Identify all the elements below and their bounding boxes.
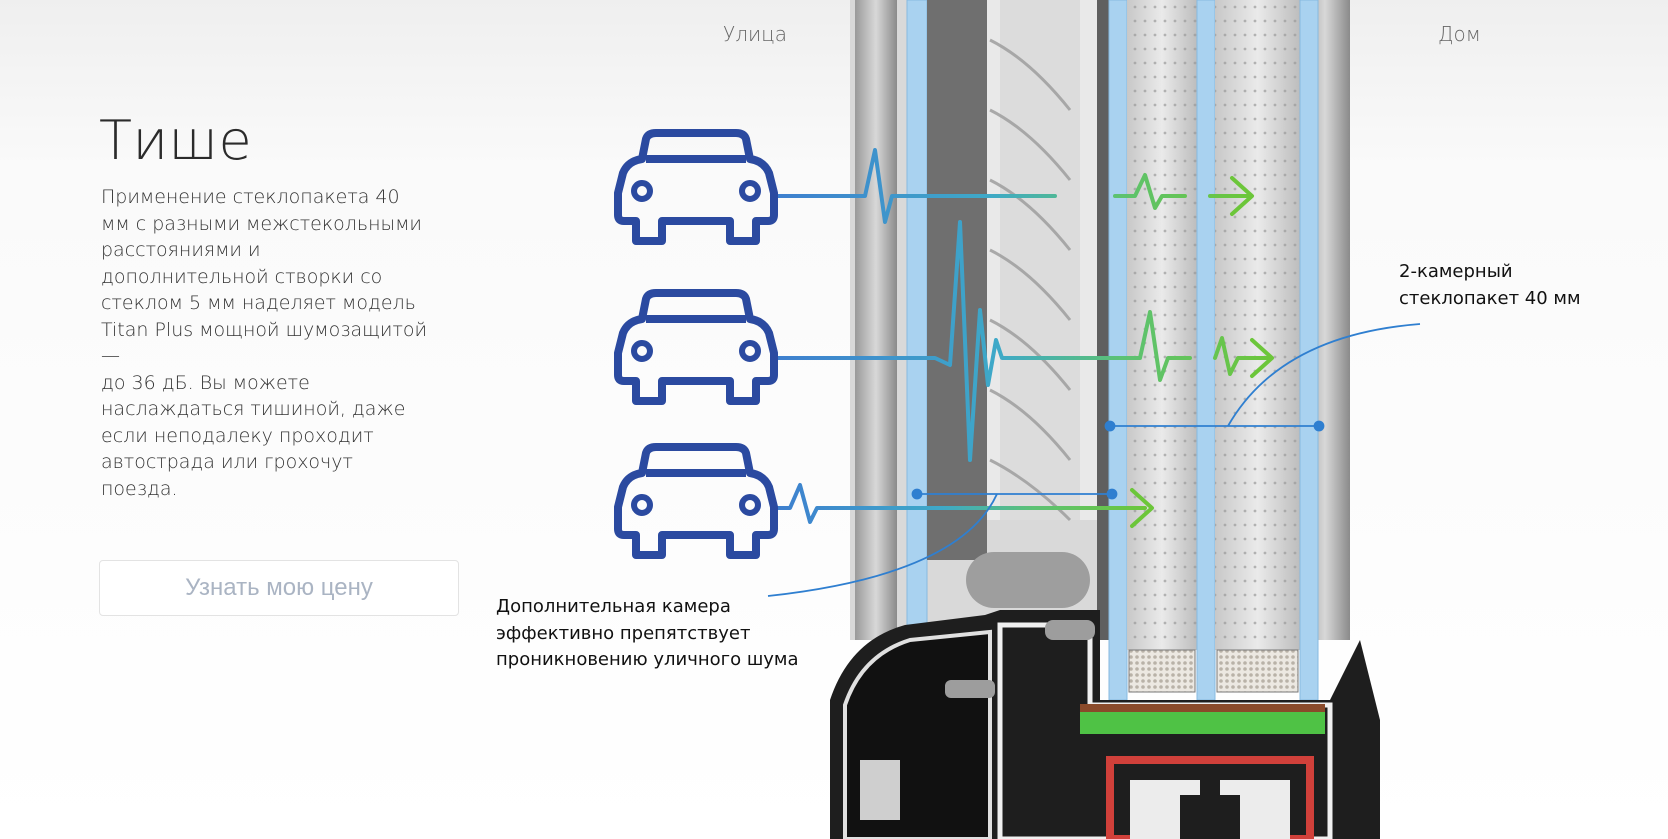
description-line: до 36 дБ. Вы можете xyxy=(101,371,310,394)
page-title: Тише xyxy=(99,109,253,172)
sound-waves xyxy=(773,148,1272,524)
sound-wave-bottom xyxy=(773,483,1147,524)
description-line: дополнительной створки со xyxy=(101,265,383,288)
chamber-callout-line: эффективно препятствует xyxy=(496,622,751,644)
chamber-leader-line xyxy=(767,493,998,597)
description-line: стеклом 5 мм наделяет модель xyxy=(101,292,416,314)
glass-callout-line: 2-камерный xyxy=(1399,261,1513,282)
description-line: Titan Plus мощной шумозащитой xyxy=(101,318,428,341)
chamber-callout: Дополнительная камера эффективно препятс… xyxy=(496,594,799,674)
glass-leader-line xyxy=(1227,323,1421,427)
chamber-callout-line: проникновению уличного шума xyxy=(496,649,799,670)
description-line: автострада или грохочут xyxy=(101,451,353,473)
glass-unit xyxy=(1108,0,1319,701)
additional-chamber xyxy=(927,0,1097,608)
car-icon xyxy=(614,129,778,245)
glass-unit-callout: 2-камерный стеклопакет 40 мм xyxy=(1399,259,1581,312)
description-line: расстояниями и xyxy=(101,239,261,261)
description-line: наслаждаться тишиной, даже xyxy=(101,398,406,420)
get-price-button[interactable]: Узнать мою цену xyxy=(99,560,459,616)
car-icon xyxy=(614,289,778,405)
description-line: мм с разными межстекольными xyxy=(101,212,422,235)
home-label: Дом xyxy=(1438,22,1481,46)
description-line: Применение стеклопакета 40 xyxy=(101,186,400,208)
description-text: Применение стеклопакета 40 мм с разными … xyxy=(101,184,441,502)
bottom-profile xyxy=(830,610,1380,839)
sound-wave-top xyxy=(773,148,1252,224)
street-label: Улица xyxy=(723,22,788,46)
description-line: поезда. xyxy=(101,477,178,500)
arrow-heads xyxy=(1130,176,1274,528)
sound-wave-middle xyxy=(773,220,1272,462)
arrow-right-icon xyxy=(1130,488,1154,528)
description-line: если неподалеку проходит xyxy=(101,424,374,447)
arrow-right-icon xyxy=(1250,338,1274,378)
callout-leaders xyxy=(767,323,1421,597)
outer-glass xyxy=(906,0,928,641)
arrow-right-icon xyxy=(1230,176,1254,216)
glass-callout-line: стеклопакет 40 мм xyxy=(1399,287,1581,309)
chamber-callout-line: Дополнительная камера xyxy=(496,596,731,617)
description-line: — xyxy=(101,345,120,367)
car-icon xyxy=(614,443,778,559)
